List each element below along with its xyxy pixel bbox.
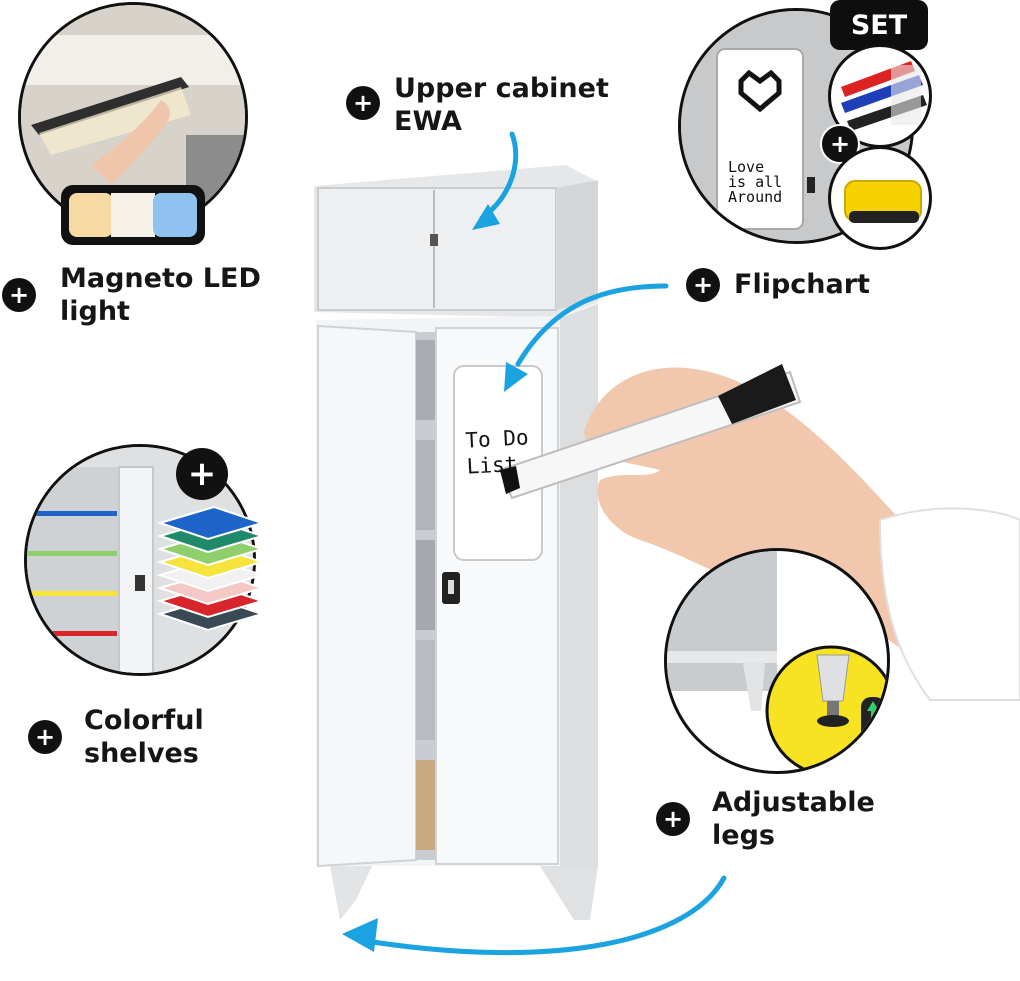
- label-upper-cabinet-line2: EWA: [394, 106, 462, 137]
- label-upper-cabinet-line1: Upper cabinet: [394, 73, 609, 104]
- label-legs-line2: legs: [712, 820, 775, 851]
- eraser-circle: [828, 146, 932, 250]
- flipchart-line-2: is all: [728, 173, 783, 191]
- plus-icon: +: [656, 802, 690, 836]
- legs-circle: [664, 548, 890, 774]
- plus-icon: +: [346, 86, 380, 120]
- heart-icon: [738, 69, 782, 113]
- label-legs-line1: Adjustable: [712, 787, 875, 818]
- label-shelves-line1: Colorful: [84, 705, 204, 736]
- label-flipchart-line1: Flipchart: [734, 269, 870, 300]
- led-color-temperature-strip: [61, 185, 205, 245]
- plus-icon: +: [2, 278, 36, 312]
- hand-with-marker: [498, 364, 1020, 701]
- set-badge: SET: [830, 0, 928, 50]
- label-shelves-line2: shelves: [84, 738, 199, 769]
- label-flipchart: + Flipchart: [686, 268, 870, 302]
- whiteboard-text: To Do List: [465, 424, 531, 479]
- whiteboard-line-1: To Do: [464, 425, 530, 453]
- flipchart-text: Love is all Around: [728, 160, 782, 205]
- markers-photo: [841, 61, 927, 131]
- markers-circle: [828, 44, 932, 148]
- label-led-light: + Magneto LED light: [2, 262, 261, 328]
- whiteboard-line-2: List: [466, 452, 518, 479]
- plus-icon: +: [176, 448, 228, 500]
- legs-photo: [667, 551, 887, 771]
- label-upper-cabinet: + Upper cabinet EWA: [346, 72, 609, 138]
- colored-shelf-stack: [156, 505, 266, 632]
- label-legs: + Adjustable legs: [656, 786, 875, 852]
- label-led-light-line1: Magneto LED: [60, 263, 261, 294]
- eraser-photo: [844, 180, 922, 223]
- flipchart-line-1: Love: [728, 158, 765, 176]
- upper-cabinet: [314, 165, 598, 318]
- plus-icon: +: [28, 720, 62, 754]
- shelf-panel: [156, 505, 266, 541]
- label-shelves: + Colorful shelves: [28, 704, 204, 770]
- flipchart-line-3: Around: [728, 188, 783, 206]
- plus-icon: +: [686, 268, 720, 302]
- label-led-light-line2: light: [60, 296, 130, 327]
